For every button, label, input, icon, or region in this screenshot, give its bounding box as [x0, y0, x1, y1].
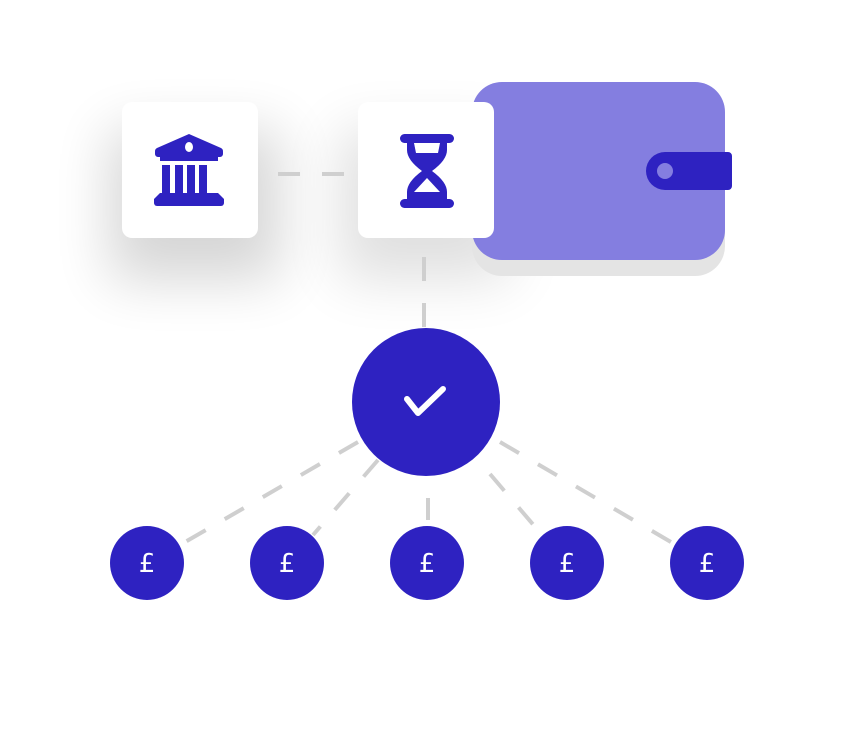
connector-coin-4 [488, 472, 544, 537]
coin: £ [250, 526, 324, 600]
coin: £ [670, 526, 744, 600]
pound-icon: £ [699, 549, 716, 579]
pound-icon: £ [419, 549, 436, 579]
coin: £ [530, 526, 604, 600]
pending-node [358, 102, 494, 238]
wallet-button [657, 163, 673, 179]
hourglass-icon [400, 134, 454, 208]
bank-icon [154, 134, 224, 206]
coin: £ [390, 526, 464, 600]
pound-icon: £ [139, 549, 156, 579]
wallet [472, 82, 732, 276]
check-icon [404, 386, 446, 416]
wallet-strap [646, 152, 732, 190]
pound-icon: £ [559, 549, 576, 579]
coin: £ [110, 526, 184, 600]
wallet-icon [472, 82, 725, 260]
connector-coin-2 [311, 458, 380, 537]
pound-icon: £ [279, 549, 296, 579]
approved-node [352, 328, 500, 476]
bank-node [122, 102, 258, 238]
connectors [178, 172, 678, 547]
connector-coin-1 [178, 440, 360, 547]
connector-coin-5 [498, 440, 678, 547]
